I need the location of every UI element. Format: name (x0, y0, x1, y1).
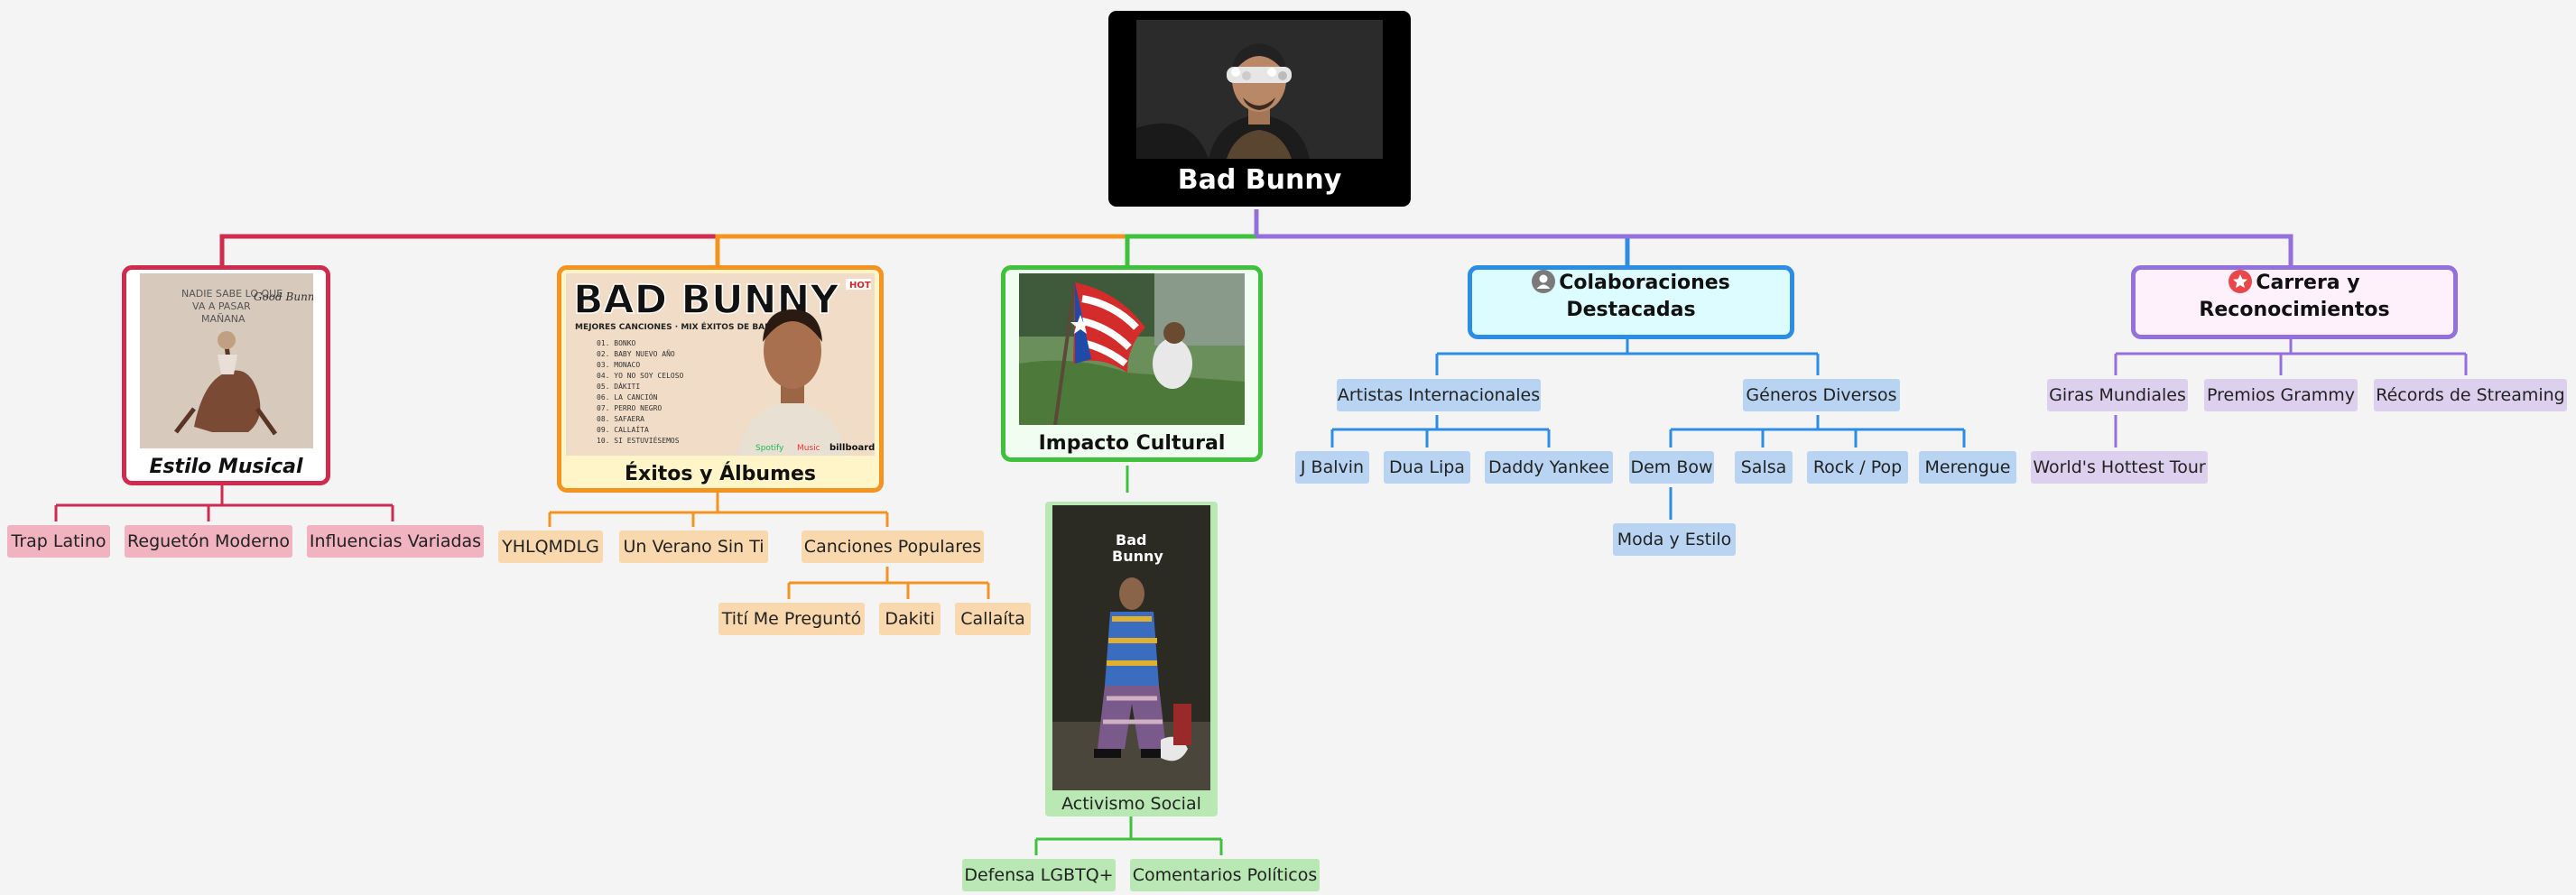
leaf-canciones-2[interactable]: Callaíta (955, 603, 1031, 635)
leaf-activismo-0[interactable]: Defensa LGBTQ+ (962, 859, 1116, 891)
root-portrait-image (1136, 20, 1383, 159)
leaf-exitos-1[interactable]: Un Verano Sin Ti (619, 531, 768, 563)
branch-impacto-cultural[interactable]: Impacto Cultural (1001, 265, 1263, 462)
link-root-impacto (1125, 234, 1256, 265)
track-7: 08. SAFAERA (597, 415, 644, 423)
leaf-carrera-1[interactable]: Premios Grammy (2204, 379, 2358, 411)
leaf-estilo-1[interactable]: Reguetón Moderno (125, 525, 292, 558)
colab-label-line1: Colaboraciones (1559, 272, 1730, 294)
leaf-artista-2[interactable]: Daddy Yankee (1485, 451, 1613, 484)
carrera-label-line2: Reconocimientos (2199, 298, 2390, 321)
track-0: 01. BONKO (597, 339, 636, 347)
branch-carrera[interactable]: Carrera y Reconocimientos (2131, 265, 2458, 339)
leaf-carrera-2[interactable]: Récords de Streaming (2374, 379, 2567, 411)
playlist-subtitle: MEJORES CANCIONES · MIX ÉXITOS DE BAD BU… (575, 321, 807, 332)
logo-spotify: Spotify (755, 444, 784, 453)
track-9: 10. SI ESTUVIÉSEMOS (597, 435, 680, 445)
leaf-genero-3[interactable]: Merengue (1919, 451, 2016, 484)
album-cover-image: NADIE SABE LO QUE VA A PASAR MAÑANA Good… (139, 273, 313, 448)
branch-exitos-label: Éxitos y Álbumes (624, 463, 817, 485)
leaf-activismo-1[interactable]: Comentarios Políticos (1130, 859, 1320, 891)
logo-music: Music (797, 444, 820, 453)
flag-photo-image (1019, 273, 1245, 425)
link-root-estilo (219, 234, 1256, 265)
user-icon (1532, 270, 1556, 293)
root-node[interactable]: Bad Bunny (1108, 11, 1411, 207)
root-label: Bad Bunny (1177, 164, 1342, 196)
activismo-label: Activismo Social (1061, 794, 1201, 814)
leaf-artista-1[interactable]: Dua Lipa (1384, 451, 1470, 484)
leaf-genero-1[interactable]: Salsa (1735, 451, 1793, 484)
link-root-colab (1256, 234, 1630, 265)
branch-impacto-label: Impacto Cultural (1038, 432, 1226, 455)
branch-exitos-albumes[interactable]: BAD BUNNY MEJORES CANCIONES · MIX ÉXITOS… (557, 265, 884, 493)
track-5: 06. LA CANCIÓN (597, 392, 658, 401)
playlist-cover-image: BAD BUNNY MEJORES CANCIONES · MIX ÉXITOS… (566, 273, 875, 456)
leaf-carrera-0[interactable]: Giras Mundiales (2047, 379, 2188, 411)
album-text-line1: NADIE SABE LO QUE (181, 288, 283, 300)
leaf-artista-0[interactable]: J Balvin (1295, 451, 1369, 484)
branch-colaboraciones[interactable]: Colaboraciones Destacadas (1468, 265, 1794, 339)
leaf-genero-0[interactable]: Dem Bow (1629, 451, 1714, 484)
leaf-colab-0[interactable]: Artistas Internacionales (1337, 379, 1541, 411)
track-3: 04. YO NO SOY CELOSO (597, 372, 684, 380)
leaf-estilo-0[interactable]: Trap Latino (7, 525, 110, 558)
logo-billboard: billboard (829, 443, 875, 453)
branch-estilo-musical[interactable]: NADIE SABE LO QUE VA A PASAR MAÑANA Good… (122, 265, 330, 485)
carrera-label-line1: Carrera y (2256, 272, 2360, 294)
leaf-giras-child[interactable]: World's Hottest Tour (2031, 451, 2208, 484)
star-icon (2229, 270, 2253, 293)
activismo-image-text-1: Bad (1116, 531, 1146, 549)
album-text-line3: MAÑANA (201, 313, 246, 325)
leaf-canciones-1[interactable]: Dakiti (879, 603, 941, 635)
activismo-image-text-2: Bunny (1112, 548, 1163, 565)
link-root-carrera (1256, 234, 2293, 265)
album-text-line2: VA A PASAR (192, 300, 251, 312)
playlist-badge: HOT (849, 281, 871, 291)
node-activismo-social[interactable]: Bad Bunny Activismo Social (1045, 502, 1218, 817)
leaf-colab-1[interactable]: Géneros Diversos (1743, 379, 1900, 411)
link-root-exitos (715, 234, 1256, 265)
leaf-estilo-2[interactable]: Influencias Variadas (307, 525, 484, 558)
leaf-exitos-2[interactable]: Canciones Populares (802, 531, 984, 563)
colab-label-line2: Destacadas (1566, 298, 1696, 321)
track-4: 05. DÁKITI (597, 381, 640, 391)
leaf-exitos-0[interactable]: YHLQMDLG (498, 531, 603, 563)
activismo-photo-image: Bad Bunny (1052, 505, 1210, 790)
leaf-canciones-0[interactable]: Tití Me Preguntó (718, 603, 865, 635)
track-6: 07. PERRO NEGRO (597, 404, 662, 412)
album-signature: Good Bunny (254, 291, 313, 303)
leaf-genero-2[interactable]: Rock / Pop (1807, 451, 1908, 484)
leaf-dembow-child[interactable]: Moda y Estilo (1613, 523, 1736, 556)
track-8: 09. CALLAÍTA (597, 424, 649, 434)
branch-estilo-label: Estilo Musical (149, 456, 303, 478)
track-2: 03. MONACO (597, 361, 640, 369)
track-1: 02. BABY NUEVO AÑO (597, 349, 675, 358)
